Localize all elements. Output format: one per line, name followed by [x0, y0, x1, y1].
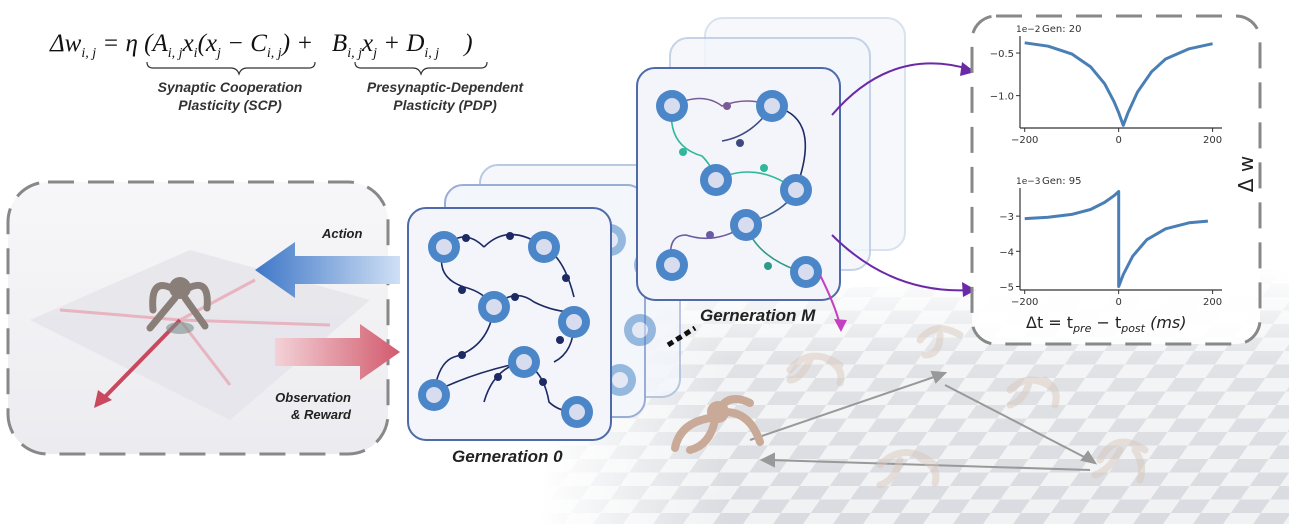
plot-line	[1024, 41, 1213, 127]
formula-eq: = η (	[102, 30, 153, 57]
pdp-label-line1: Presynaptic-Dependent	[366, 79, 524, 95]
agent-env-arrows	[255, 242, 400, 380]
observation-label-line2: & Reward	[291, 407, 351, 422]
generation-0-label: Gerneration 0	[452, 447, 563, 466]
arrow-to-gen95-plot	[831, 234, 973, 292]
x-tick-label: −200	[1011, 135, 1038, 146]
x-tick-label: 0	[1115, 297, 1121, 308]
plot-y-label: Δ w	[1234, 156, 1258, 192]
generation-m-synapses	[679, 102, 772, 270]
observation-label-line1: Observation	[275, 390, 351, 405]
plot-x-label: Δt = tpre − tpost (ms)	[1026, 313, 1186, 335]
formula-close: )	[464, 30, 473, 57]
ellipsis-dashes	[666, 325, 697, 348]
generation-0-card	[407, 207, 612, 441]
generation-m-label: Gerneration M	[700, 306, 816, 325]
x-label-unit: (ms)	[1145, 313, 1187, 332]
locomotion-scene	[671, 325, 1149, 489]
x-label-pre: pre	[1072, 322, 1092, 335]
y-tick-label: −3	[999, 212, 1014, 223]
x-tick-label: 200	[1203, 297, 1222, 308]
action-label: Action	[322, 226, 363, 241]
formula-lhs: Δw	[50, 30, 82, 57]
plot-line	[1024, 190, 1209, 288]
x-label-main: Δt = t	[1026, 313, 1073, 332]
generation-m-card	[636, 67, 841, 301]
formula-braces	[146, 61, 488, 76]
scp-label-line1: Synaptic Cooperation	[157, 79, 303, 95]
pdp-brace	[354, 61, 488, 76]
plot-title: Gen: 95	[1042, 176, 1082, 187]
ant-robot-ghosts	[786, 325, 1149, 489]
action-arrow	[255, 242, 400, 298]
x-tick-label: 200	[1203, 135, 1222, 146]
scale-label: 1e−3	[1016, 177, 1041, 187]
robot-body	[169, 277, 191, 299]
main-direction-arrow	[98, 318, 182, 404]
formula-pdp-term: B	[331, 30, 348, 57]
observation-arrow	[275, 324, 400, 380]
generation-0-synapses	[458, 232, 570, 386]
x-tick-label: −200	[1011, 297, 1038, 308]
y-tick-label: −0.5	[990, 49, 1014, 60]
observation-label: Observation & Reward	[275, 389, 351, 423]
y-tick-label: −1.0	[990, 92, 1014, 103]
formula-scp-term: A	[152, 30, 168, 57]
formula-lhs-subscript: i, j	[81, 46, 97, 61]
y-tick-label: −5	[999, 282, 1014, 293]
arrow-to-gen20-plot	[831, 62, 973, 116]
scale-label: 1e−2	[1016, 25, 1041, 35]
scp-label: Synaptic Cooperation Plasticity (SCP)	[140, 78, 320, 114]
x-label-minus: − t	[1091, 313, 1121, 332]
formula-scp-x: x	[182, 30, 194, 57]
pdp-label: Presynaptic-Dependent Plasticity (PDP)	[345, 78, 545, 114]
y-tick-label: −4	[999, 247, 1014, 258]
network-generations	[407, 17, 976, 441]
plots-frame	[970, 14, 1262, 346]
pdp-label-line2: Plasticity (PDP)	[393, 97, 497, 113]
plot-title: Gen: 20	[1042, 24, 1082, 35]
scp-label-line2: Plasticity (SCP)	[178, 97, 282, 113]
x-label-post: post	[1120, 322, 1145, 335]
scp-brace	[146, 61, 316, 76]
x-tick-label: 0	[1115, 135, 1121, 146]
plasticity-formula: Δwi, j = η (Ai, jxi(xj − Ci, j) + Bi, jx…	[50, 30, 473, 61]
